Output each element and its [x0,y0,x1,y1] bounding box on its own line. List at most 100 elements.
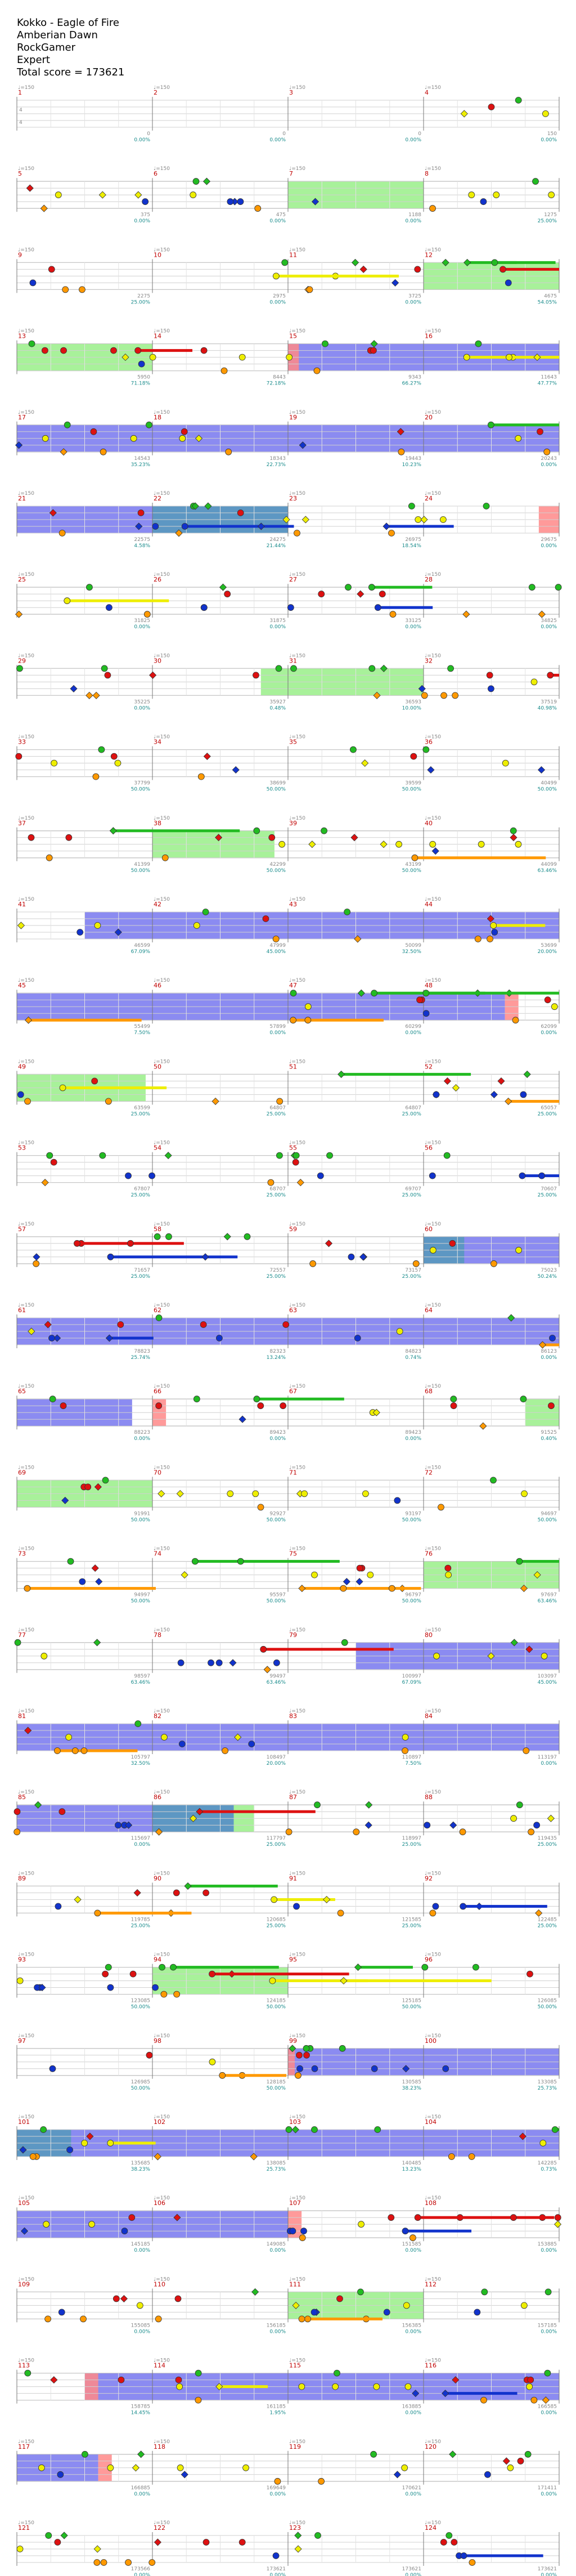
hopo-note [61,1496,69,1504]
measure-percent: 20.00% [267,1761,286,1766]
measure-score: 166585 [538,2404,557,2410]
note-gem [510,827,517,834]
note-gem [244,1233,251,1240]
note-gem [38,2464,45,2471]
measure-number: 20 [425,414,433,421]
note-gem [112,2295,120,2302]
note-gem [118,2376,125,2383]
tempo-label: ♩=150 [425,329,441,334]
note-gem [64,421,71,428]
measure-score: 64807 [269,1105,286,1111]
measure-percent: 32.50% [131,1761,151,1766]
measure-number: 111 [289,2280,301,2288]
note-gem [90,428,97,435]
note-gem [64,597,71,605]
measure-percent: 25.00% [402,1923,422,1929]
hopo-note [204,502,212,510]
tempo-label: ♩=150 [154,2520,170,2526]
tempo-label: ♩=150 [18,491,34,497]
tempo-label: ♩=150 [425,2195,441,2201]
measure-number: 123 [289,2524,301,2532]
tempo-label: ♩=150 [289,1790,305,1795]
note-gem [354,1335,361,1341]
hopo-note [431,847,439,855]
sustain-tail [426,991,485,995]
tempo-label: ♩=150 [154,1222,170,1227]
hopo-note [134,191,142,199]
note-gem [197,773,205,780]
measure-score: 126085 [538,1998,557,2004]
measure-percent: 25.00% [402,1111,422,1117]
note-gem [294,530,300,536]
measure-score: 156185 [267,2323,286,2328]
tempo-label: ♩=150 [154,247,170,253]
note-gem [59,1084,66,1092]
measure-number: 75 [289,1550,297,1558]
measure-score: 64807 [405,1105,421,1111]
measure-score: 37799 [134,781,150,786]
measure-percent: 50.00% [131,1599,151,1604]
note-gem [227,1490,234,1497]
measure-number: 6 [154,170,158,177]
hopo-note [443,1077,451,1085]
measure-number: 94 [154,1956,161,1964]
measure-percent: 50.00% [538,2005,557,2010]
note-gem [303,2051,310,2059]
note-gem [98,746,105,753]
measure-score: 4675 [544,293,557,299]
tempo-label: ♩=150 [154,329,170,334]
hopo-note [109,827,117,835]
note-gem [383,2309,390,2316]
measure-number: 12 [425,251,433,258]
measure-number: 16 [425,333,433,340]
measure-percent: 14.45% [131,2410,151,2416]
note-gem [301,1490,308,1497]
measure-number: 39 [289,820,297,827]
measure-percent: 50.00% [538,787,557,793]
note-gem [415,516,422,523]
measure-percent: 50.00% [402,787,422,793]
measure-score: 118997 [402,1836,421,1841]
measure-percent: 50.00% [131,1517,151,1523]
note-gem [505,279,512,287]
measure-score: 93197 [405,1511,421,1517]
measure-score: 96797 [405,1593,421,1598]
measure-number: 55 [289,1144,297,1152]
sustain-tail [274,1898,335,1901]
note-gem [238,2539,246,2546]
note-gem [286,354,293,361]
tempo-label: ♩=150 [154,1384,170,1389]
note-gem [254,205,262,212]
sustain-tail [293,1018,384,1022]
note-gem [478,840,485,848]
note-gem [304,2315,311,2323]
note-gem [429,1172,436,1179]
note-gem [412,1260,420,1267]
tempo-label: ♩=150 [18,2195,34,2201]
measure-percent: 72.18% [267,381,286,387]
sustain-tail [371,585,433,589]
note-gem [544,996,551,1004]
note-gem [332,2383,339,2390]
hopo-note [294,2545,302,2553]
measure-percent: 50.00% [538,1517,557,1523]
tempo-label: ♩=150 [289,2033,305,2039]
note-gem [414,266,421,273]
measure-percent: 0.00% [541,543,557,549]
sustain-tail [138,349,193,352]
tempo-label: ♩=150 [18,2358,34,2364]
measure-score: 153885 [538,2242,557,2247]
note-gem [548,191,555,199]
hopo-note [449,2450,457,2458]
measure-percent: 0.00% [269,218,286,224]
note-gem [488,104,495,110]
measure-number: 66 [154,1388,161,1395]
note-gem [447,665,454,672]
hopo-note [17,922,25,929]
measure-number: 71 [289,1469,297,1476]
measure-percent: 25.00% [267,1111,286,1117]
hopo-note [402,2065,410,2073]
measure-number: 65 [18,1388,26,1395]
tempo-label: ♩=150 [289,735,305,740]
measure-number: 63 [289,1307,297,1314]
